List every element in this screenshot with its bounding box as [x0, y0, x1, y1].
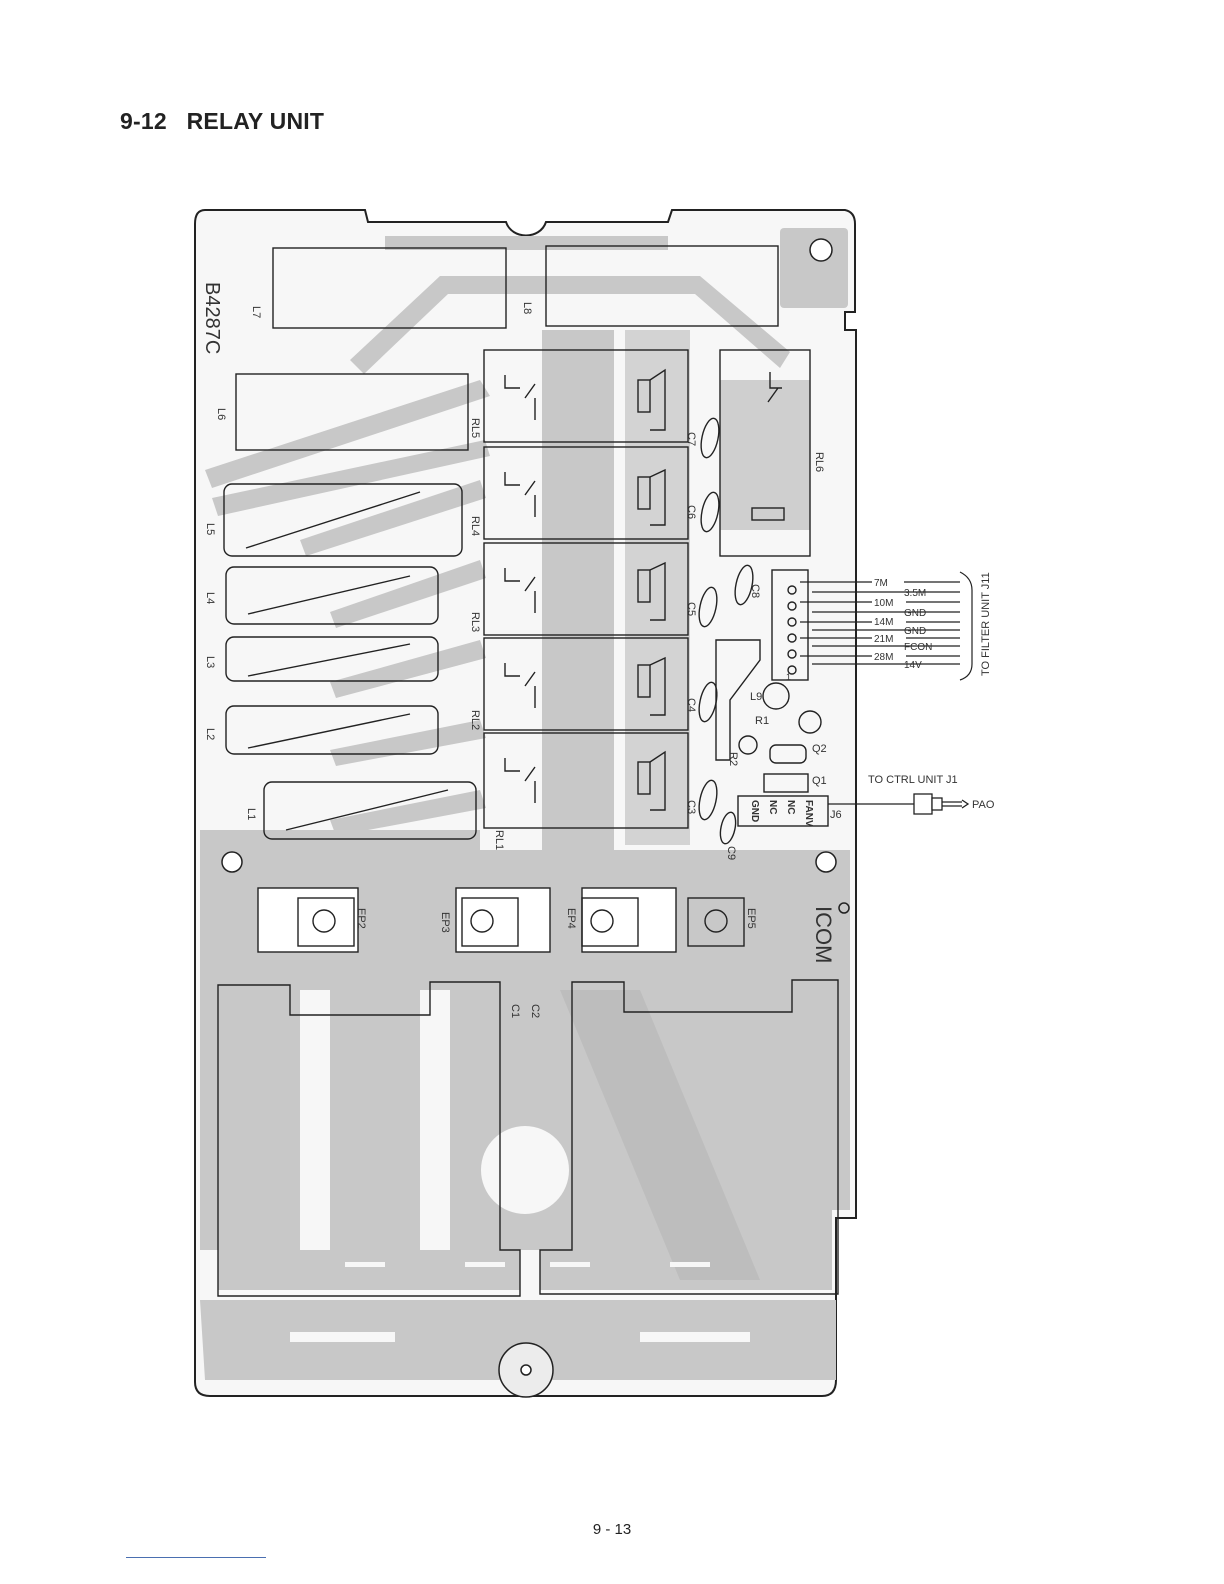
- j6-destination-label: TO CTRL UNIT J1: [868, 774, 958, 786]
- label-rl2: RL2: [469, 710, 481, 730]
- label-c5: C5: [685, 602, 697, 616]
- label-l2: L2: [204, 728, 216, 740]
- j11-pin-3-5m: 3.5M: [904, 588, 926, 599]
- j6-pin-nc-2: NC: [767, 800, 778, 814]
- label-rl5: RL5: [469, 418, 481, 438]
- j11-pin-21m: 21M: [874, 634, 893, 645]
- label-r1: R1: [755, 715, 769, 727]
- label-ep2: EP2: [355, 908, 367, 929]
- j11-pin-7m: 7M: [874, 578, 888, 589]
- label-l9: L9: [750, 691, 762, 703]
- label-l4: L4: [204, 592, 216, 604]
- j11-pin-14m: 14M: [874, 617, 893, 628]
- label-c7: C7: [685, 432, 697, 446]
- label-ep5: EP5: [745, 908, 757, 929]
- ep-terminals: [258, 888, 744, 952]
- label-l7: L7: [250, 306, 262, 318]
- label-r2: R2: [727, 752, 739, 766]
- label-l8: L8: [521, 302, 533, 314]
- j11-pin-gnd-1: GND: [904, 608, 926, 619]
- label-ep3: EP3: [439, 912, 451, 933]
- page-number: 9 - 13: [0, 1521, 1224, 1538]
- j11-pin-14v: 14V: [904, 660, 922, 671]
- j11-pin-fcon: FCON: [904, 642, 932, 653]
- label-c2: C2: [529, 1004, 541, 1018]
- footer-rule: [126, 1557, 266, 1558]
- label-rl6: RL6: [813, 452, 825, 472]
- j6-pin-nc-1: NC: [785, 800, 796, 814]
- label-c8: C8: [749, 584, 761, 598]
- label-l6: L6: [215, 408, 227, 420]
- label-c1: C1: [509, 1004, 521, 1018]
- label-rl3: RL3: [469, 612, 481, 632]
- label-l3: L3: [204, 656, 216, 668]
- label-j11-pin-1: 1: [786, 672, 791, 682]
- label-l5: L5: [204, 523, 216, 535]
- label-rl1: RL1: [493, 830, 505, 850]
- j6-pin-fanv: FANV: [803, 800, 814, 827]
- label-l1: L1: [245, 808, 257, 820]
- j11-pin-10m: 10M: [874, 598, 893, 609]
- label-q2: Q2: [812, 743, 827, 755]
- j11-destination-label: TO FILTER UNIT J11: [980, 572, 992, 676]
- label-ep4: EP4: [565, 908, 577, 929]
- label-rl4: RL4: [469, 516, 481, 536]
- board-part-number: B4287C: [201, 282, 223, 354]
- j11-pin-gnd-2: GND: [904, 626, 926, 637]
- label-j6: J6: [830, 809, 842, 821]
- j11-pin-28m: 28M: [874, 652, 893, 663]
- brand-logo-text: ICOM: [811, 906, 836, 963]
- label-c3: C3: [685, 800, 697, 814]
- j6-plug-label: PAO: [972, 799, 995, 811]
- label-q1: Q1: [812, 775, 827, 787]
- j6-pin-gnd: GND: [749, 800, 760, 822]
- label-c6: C6: [685, 505, 697, 519]
- label-c4: C4: [685, 698, 697, 712]
- label-c9: C9: [725, 846, 737, 860]
